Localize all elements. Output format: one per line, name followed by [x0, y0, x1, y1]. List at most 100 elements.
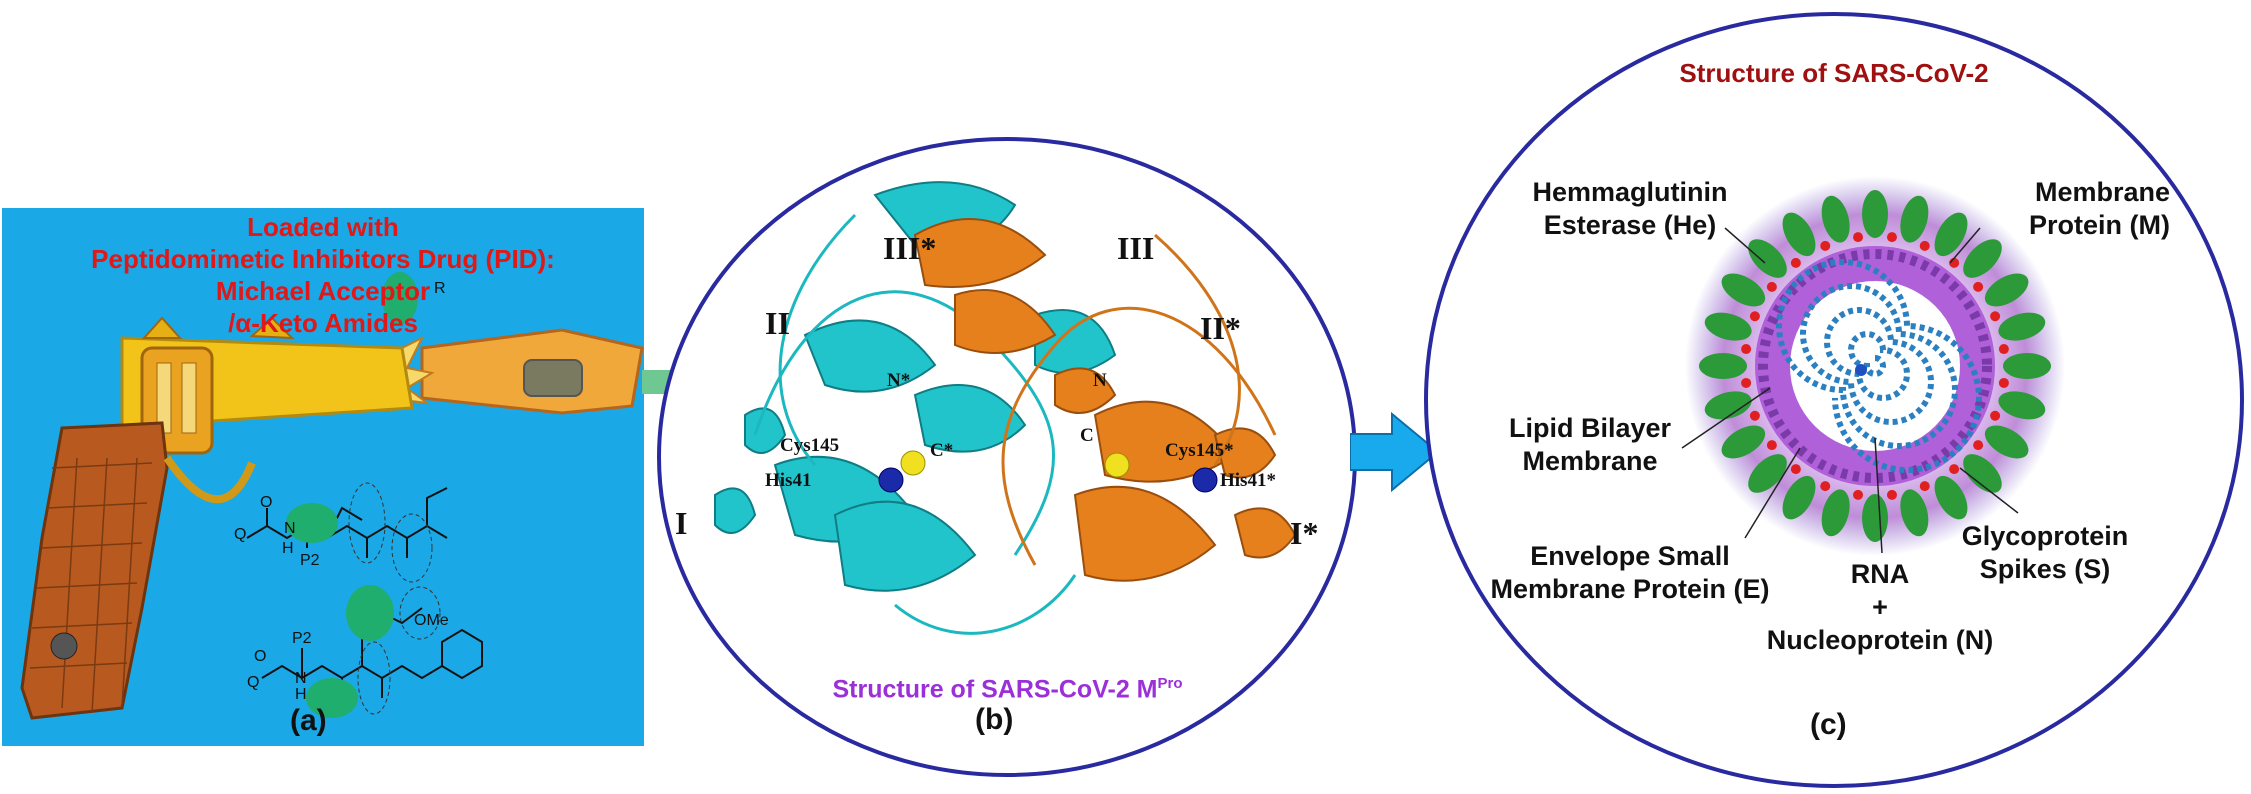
chem-label-ome: OMe — [414, 612, 449, 629]
chem-label-q2: Q — [247, 674, 260, 691]
label-lipid-line-2: Membrane — [1522, 446, 1658, 476]
mpro-structure-illustration — [657, 137, 1357, 777]
envelope-protein-dot — [1853, 489, 1864, 500]
spike-protein — [1821, 195, 1850, 243]
envelope-protein-dot — [1749, 311, 1760, 322]
spike-protein — [1900, 489, 1929, 537]
envelope-protein-dot — [1853, 232, 1864, 243]
panel-a-title-line-2: Peptidomimetic Inhibitors Drug (PID): — [91, 244, 555, 274]
domain-label-iii: III — [1117, 230, 1155, 266]
label-m-line-1: Membrane — [2034, 177, 2170, 207]
spike-protein — [1900, 195, 1929, 243]
residue-label-cys145-star: Cys145* — [1165, 440, 1234, 461]
residue-label-his41-star: His41* — [1220, 470, 1276, 491]
label-rna-line-2: + — [1872, 592, 1888, 622]
spike-protein — [1821, 489, 1850, 537]
spike-protein — [1721, 273, 1766, 307]
residue-label-c-star: C* — [930, 440, 954, 461]
chem-label-q: Q — [234, 526, 247, 543]
spike-protein — [1984, 273, 2029, 307]
envelope-protein-dot — [1790, 464, 1801, 475]
label-spikes-line-1: Glycoprotein — [1961, 521, 2129, 551]
spike-protein — [1998, 312, 2046, 341]
label-rna-line-1: RNA — [1850, 559, 1910, 589]
virus-structure-illustration — [1424, 12, 2244, 788]
envelope-protein-dot — [1741, 344, 1752, 355]
label-hemmaglutinin-esterase: Hemmaglutinin Esterase (He) — [1500, 176, 1760, 242]
spike-protein — [1721, 425, 1766, 459]
residue-label-cys145: Cys145 — [780, 435, 840, 456]
envelope-protein-dot — [1919, 240, 1930, 251]
spike-protein — [2003, 353, 2051, 379]
panel-c-virus-figure: Structure of SARS-CoV-2 Hemmaglutinin Es… — [1420, 8, 2248, 792]
envelope-protein-dot — [1973, 440, 1984, 451]
chem-label-o: O — [260, 494, 273, 511]
panel-b-title: Structure of SARS-CoV-2 MPro — [790, 675, 1225, 704]
label-membrane-protein: Membrane Protein (M) — [1980, 176, 2170, 242]
envelope-protein-dot — [1790, 257, 1801, 268]
envelope-protein-dot — [1741, 377, 1752, 388]
chem-label-n2: N — [295, 670, 307, 687]
spike-protein — [1862, 190, 1888, 238]
spike-protein — [1963, 239, 2002, 278]
envelope-protein-dot — [1886, 232, 1897, 243]
envelope-protein-dot — [1990, 311, 2001, 322]
domain-label-ii-star: II* — [1200, 310, 1241, 346]
label-spikes-line-2: Spikes (S) — [1979, 554, 2111, 584]
envelope-protein-dot — [1998, 344, 2009, 355]
spike-protein — [1934, 212, 1968, 257]
panel-a-drug-figure: Loaded with Peptidomimetic Inhibitors Dr… — [2, 208, 644, 746]
envelope-protein-dot — [1998, 377, 2009, 388]
blue-arrow-icon — [1350, 412, 1440, 492]
label-envelope-line-1: Envelope Small — [1530, 541, 1730, 571]
panel-a-title-line-3: Michael Acceptor — [215, 276, 431, 306]
chem-label-p2: P2 — [300, 552, 320, 569]
label-envelope-line-2: Membrane Protein (E) — [1490, 574, 1770, 604]
label-lipid-bilayer: Lipid Bilayer Membrane — [1490, 412, 1690, 478]
envelope-protein-dot — [1949, 464, 1960, 475]
label-he-line-2: Esterase (He) — [1543, 210, 1717, 240]
residue-label-n-star: N* — [887, 370, 911, 391]
envelope-protein-dot — [1886, 489, 1897, 500]
chem-label-h: H — [282, 540, 294, 557]
panel-a-letter: (a) — [290, 704, 327, 737]
envelope-protein-dot — [1766, 440, 1777, 451]
domain-label-i: I — [675, 505, 688, 541]
spike-protein — [1984, 425, 2029, 459]
envelope-protein-dot — [1749, 410, 1760, 421]
spike-protein — [1704, 312, 1752, 341]
spike-protein — [1934, 475, 1968, 520]
envelope-protein-dot — [1820, 240, 1831, 251]
envelope-protein-dot — [1973, 281, 1984, 292]
panel-b-title-text: Structure of SARS-CoV-2 M — [832, 675, 1158, 704]
residue-label-n: N — [1093, 370, 1107, 391]
envelope-protein-dot — [1990, 410, 2001, 421]
panel-b-title-sup: Pro — [1157, 675, 1183, 692]
chem-label-n: N — [284, 520, 296, 537]
residue-label-c: C — [1080, 425, 1094, 446]
spike-protein — [1699, 353, 1747, 379]
panel-a-title-line-4: /α-Keto Amides — [228, 308, 418, 338]
panel-b-letter: (b) — [975, 703, 1014, 736]
chem-label-r: R — [434, 280, 446, 297]
chem-label-o2: O — [254, 648, 267, 665]
revolver-illustration — [20, 272, 644, 720]
envelope-protein-dot — [1820, 481, 1831, 492]
panel-c-title: Structure of SARS-CoV-2 — [1679, 58, 1989, 88]
domain-label-iii-star: III* — [883, 230, 937, 266]
label-he-line-1: Hemmaglutinin — [1532, 177, 1728, 207]
panel-c-letter: (c) — [1810, 708, 1847, 741]
spike-protein — [1782, 475, 1816, 520]
spike-protein — [1998, 391, 2046, 420]
panel-a-title-line-1: Loaded with — [247, 212, 399, 242]
envelope-protein-dot — [1919, 481, 1930, 492]
spike-protein — [1748, 239, 1787, 278]
residue-label-his41: His41 — [765, 470, 812, 491]
label-rna-line-3: Nucleoprotein (N) — [1766, 625, 1994, 655]
chem-label-p2b: P2 — [292, 630, 312, 647]
spike-protein — [1704, 391, 1752, 420]
label-envelope-protein: Envelope Small Membrane Protein (E) — [1480, 540, 1780, 606]
label-m-line-2: Protein (M) — [2029, 210, 2170, 240]
spike-protein — [1782, 212, 1816, 257]
chem-label-h2: H — [295, 686, 307, 703]
